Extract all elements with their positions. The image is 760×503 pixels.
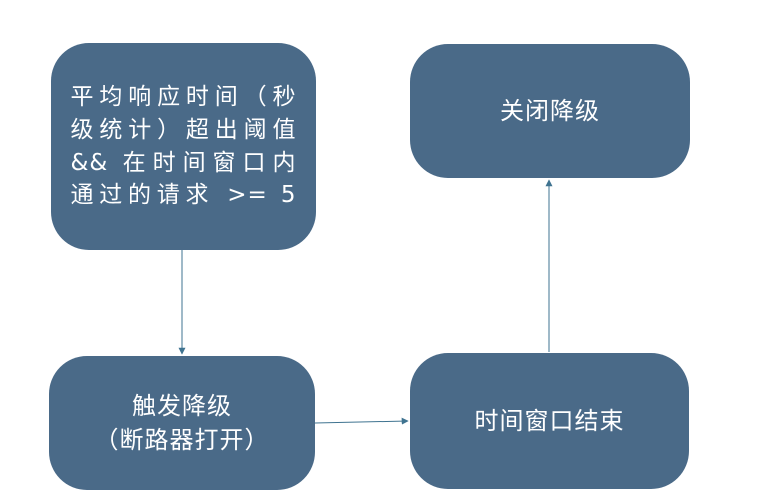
- node-condition-line-1: 平均响应时间（秒: [70, 84, 297, 111]
- node-condition-text: 平均响应时间（秒 级统计）超出阈值 && 在时间窗口内 通过的请求 >= 5: [71, 81, 297, 212]
- node-condition: 平均响应时间（秒 级统计）超出阈值 && 在时间窗口内 通过的请求 >= 5: [51, 43, 316, 250]
- node-close-degrade: 关闭降级: [410, 44, 690, 178]
- node-window-end-line-1: 时间窗口结束: [474, 406, 625, 435]
- node-close-degrade-text: 关闭降级: [500, 94, 600, 128]
- node-trigger-degrade: 触发降级 （断路器打开）: [49, 356, 315, 490]
- node-window-end-text: 时间窗口结束: [475, 404, 625, 438]
- node-trigger-degrade-text: 触发降级 （断路器打开）: [95, 389, 270, 457]
- node-condition-line-2: 级统计）超出阈值: [70, 116, 297, 143]
- node-condition-line-3: && 在时间窗口内: [70, 149, 297, 176]
- node-condition-line-4: 通过的请求 >= 5: [70, 182, 297, 209]
- node-close-degrade-line-1: 关闭降级: [500, 96, 600, 125]
- node-trigger-degrade-line-1: 触发降级: [132, 391, 232, 420]
- edge-trigger-to-window-end: [314, 417, 409, 425]
- node-trigger-degrade-line-2: （断路器打开）: [94, 426, 270, 454]
- node-window-end: 时间窗口结束: [410, 353, 689, 489]
